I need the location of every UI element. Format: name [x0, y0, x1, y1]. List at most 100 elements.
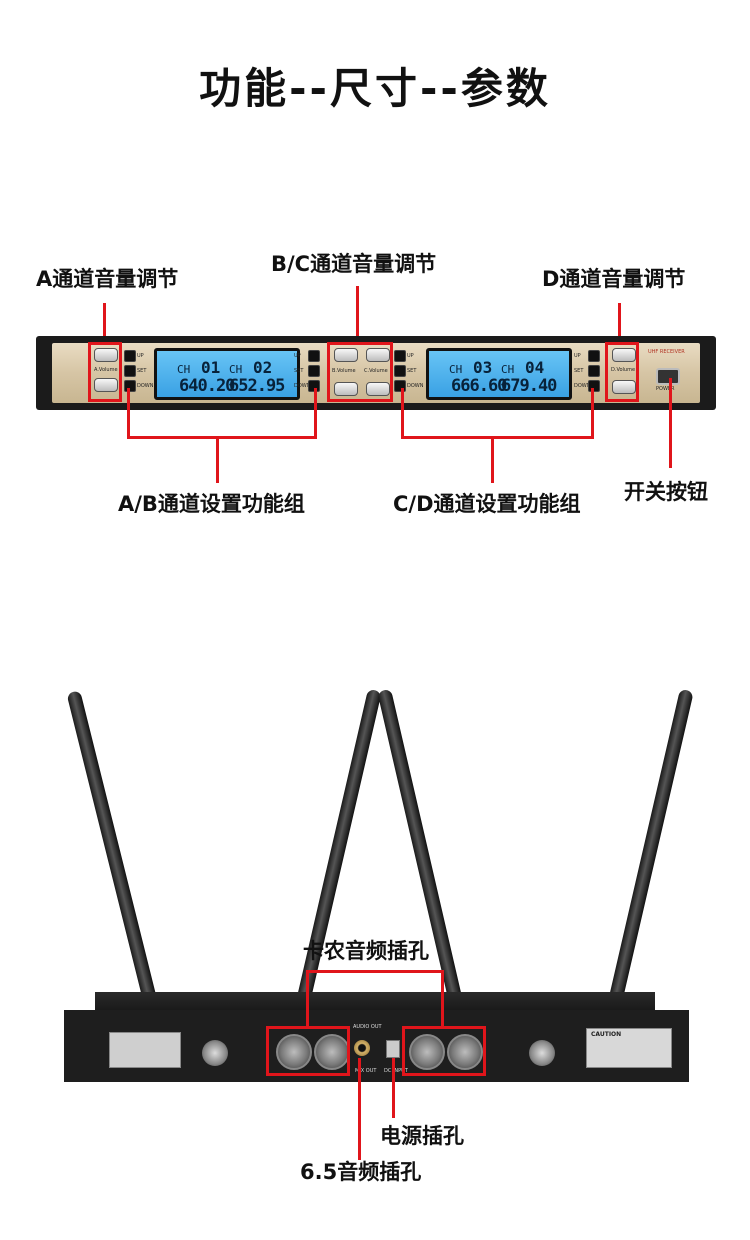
c-set-button[interactable]	[394, 365, 406, 377]
d-down-label: DOWN	[574, 383, 591, 389]
a-volume-label: A.Volume	[94, 367, 118, 373]
brand-label: UHF RECEIVER	[648, 349, 685, 355]
d-volume-callout: D通道音量调节	[542, 267, 686, 291]
lcd-ab-ch-left: 01	[201, 358, 221, 377]
d-set-label: SET	[574, 368, 584, 374]
lcd-ab: CH 01 CH 02 640.20 652.95	[154, 348, 300, 400]
lcd-ab-ch-label: CH	[177, 363, 191, 376]
serial-label-plate	[109, 1032, 181, 1068]
lcd-cd-ch-label: CH	[449, 363, 463, 376]
dc-line	[392, 1058, 395, 1118]
ab-up-label: UP	[137, 353, 144, 359]
dc-input-label: DC INPUT	[384, 1068, 408, 1074]
caution-plate: CAUTION	[586, 1028, 672, 1068]
mix-out-label: MIX OUT	[355, 1068, 377, 1074]
power-line	[669, 378, 672, 468]
c-up-button[interactable]	[394, 350, 406, 362]
ab-bracket-right	[314, 388, 317, 438]
ab-down-label: DOWN	[137, 383, 154, 389]
b-set-button[interactable]	[308, 365, 320, 377]
bc-volume-callout: B/C通道音量调节	[271, 252, 437, 276]
c-up-label: UP	[407, 353, 414, 359]
lcd-cd-ch-left: 03	[473, 358, 493, 377]
cd-bracket-left	[401, 388, 404, 438]
cd-bracket-right	[591, 388, 594, 438]
xlr-output-d[interactable]	[447, 1034, 483, 1070]
ab-bracket-bottom	[127, 436, 317, 439]
d-volume-down-button[interactable]	[612, 380, 636, 394]
cd-bracket-bottom	[401, 436, 594, 439]
xlr-left-highlight	[266, 1026, 350, 1076]
a-volume-highlight	[88, 342, 122, 402]
lcd-cd-ch-label-2: CH	[501, 363, 515, 376]
ab-bracket-left	[127, 388, 130, 438]
lcd-ab-freq-left: 640.20	[179, 376, 235, 396]
xlr-output-c[interactable]	[409, 1034, 445, 1070]
receiver-rear: AUDIO OUT MIX OUT DC INPUT CAUTION	[64, 1010, 689, 1082]
xlr-bracket-left	[306, 970, 309, 1026]
d-volume-line	[618, 303, 621, 341]
a-volume-up-button[interactable]	[94, 348, 118, 362]
power-button-callout: 开关按钮	[624, 480, 708, 504]
d-up-label: UP	[574, 353, 581, 359]
xlr-bracket-top	[306, 970, 444, 973]
b-volume-down-button[interactable]	[334, 382, 358, 396]
xlr-output-a[interactable]	[276, 1034, 312, 1070]
dc-input-socket[interactable]	[386, 1040, 400, 1058]
power-button[interactable]	[656, 368, 680, 385]
a-volume-down-button[interactable]	[94, 378, 118, 392]
ab-down-button[interactable]	[124, 380, 136, 392]
antenna-connector-2	[529, 1040, 555, 1066]
xlr-output-b[interactable]	[314, 1034, 350, 1070]
cd-bracket-stem	[491, 436, 494, 483]
lcd-cd-freq-left: 666.60	[451, 376, 507, 396]
c-set-label: SET	[407, 368, 417, 374]
c-down-button[interactable]	[394, 380, 406, 392]
d-up-button[interactable]	[588, 350, 600, 362]
c-volume-up-button[interactable]	[366, 348, 390, 362]
d-volume-highlight	[605, 342, 639, 402]
caution-label: CAUTION	[591, 1031, 622, 1038]
lcd-cd-ch-right: 04	[525, 358, 545, 377]
lcd-ab-freq-right: 652.95	[229, 376, 285, 396]
power-label: POWER	[656, 386, 675, 392]
d-volume-up-button[interactable]	[612, 348, 636, 362]
jack-output-callout: 6.5音频插孔	[300, 1160, 422, 1184]
ab-bracket-stem	[216, 436, 219, 483]
antenna-connector-1	[202, 1040, 228, 1066]
d-down-button[interactable]	[588, 380, 600, 392]
ab-set-button[interactable]	[124, 365, 136, 377]
b-up-label: UP	[294, 353, 301, 359]
d-set-button[interactable]	[588, 365, 600, 377]
xlr-bracket-right	[441, 970, 444, 1026]
c-down-label: DOWN	[407, 383, 424, 389]
xlr-right-highlight	[402, 1026, 486, 1076]
dc-input-callout: 电源插孔	[380, 1124, 464, 1148]
ab-up-button[interactable]	[124, 350, 136, 362]
d-volume-label: D.Volume	[611, 367, 636, 373]
lcd-ab-ch-label-2: CH	[229, 363, 243, 376]
jack-output[interactable]	[354, 1040, 370, 1056]
audio-out-label: AUDIO OUT	[353, 1024, 382, 1030]
b-up-button[interactable]	[308, 350, 320, 362]
jack-line	[358, 1058, 361, 1160]
lcd-cd: CH 03 CH 04 666.60 679.40	[426, 348, 572, 400]
b-volume-label: B.Volume	[332, 368, 356, 374]
lcd-ab-ch-right: 02	[253, 358, 273, 377]
xlr-callout: 卡农音频插孔	[303, 939, 429, 963]
b-volume-up-button[interactable]	[334, 348, 358, 362]
a-volume-callout: A通道音量调节	[36, 267, 179, 291]
bc-volume-line	[356, 286, 359, 342]
lcd-cd-freq-right: 679.40	[501, 376, 557, 396]
b-set-label: SET	[294, 368, 304, 374]
c-volume-down-button[interactable]	[366, 382, 390, 396]
chassis-top	[95, 992, 655, 1012]
ab-settings-callout: A/B通道设置功能组	[118, 492, 305, 516]
receiver-front: A.Volume UP SET DOWN CH 01 CH 02 640.20 …	[36, 330, 716, 410]
cd-settings-callout: C/D通道设置功能组	[393, 492, 581, 516]
ab-set-label: SET	[137, 368, 147, 374]
a-volume-line	[103, 303, 106, 341]
b-down-label: DOWN	[294, 383, 311, 389]
page-title: 功能--尺寸--参数	[199, 64, 551, 113]
c-volume-label: C.Volume	[364, 368, 388, 374]
